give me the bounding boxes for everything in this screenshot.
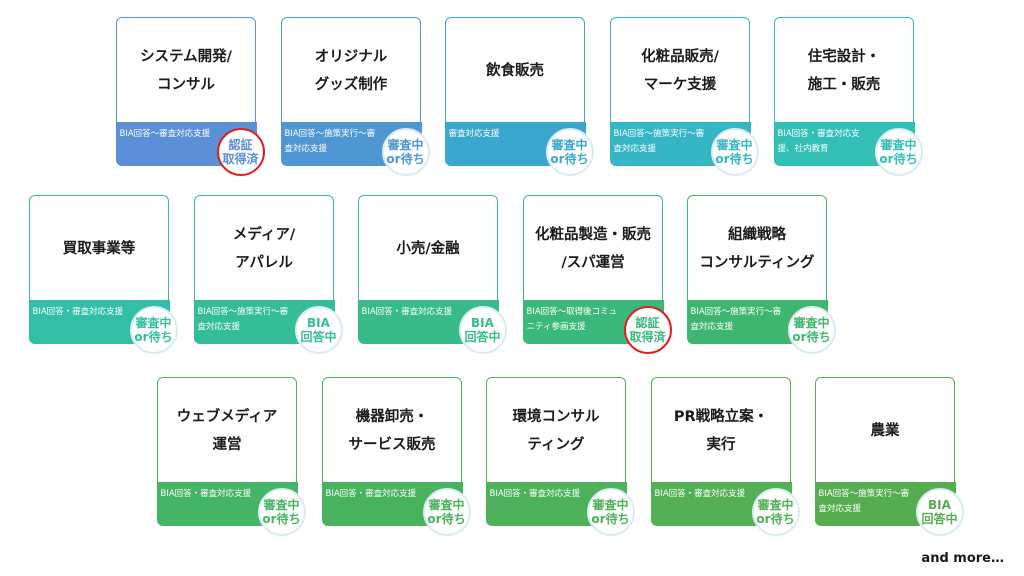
status-badge: BIA 回答中 [915,487,964,536]
case-card: オリジナル グッズ制作 BIA回答～施策実行～審査対応支援審査中 or待ち [280,17,430,176]
card-title: 買取事業等 [62,241,136,257]
card-support-description: BIA回答～施策実行～審査対応支援 [197,306,289,332]
status-badge: 審査中 or待ち [422,487,471,536]
case-card: システム開発/ コンサル BIA回答～審査対応支援認証 取得済 [115,17,265,176]
case-card: 化粧品販売/ マーケ支援 BIA回答～施策実行～審査対応支援審査中 or待ち [609,17,759,176]
card-title: 住宅設計・ 施工・販売 [807,49,881,93]
status-badge: 審査中 or待ち [545,127,594,176]
status-badge: BIA 回答中 [294,305,343,354]
and-more-label: and more… [921,551,1004,566]
card-support-description: BIA回答～取得後コミュニティ参画支援 [526,306,618,332]
card-footer: BIA回答・審査対応支援、社内教育審査中 or待ち [773,121,923,176]
card-footer: BIA回答・審査対応支援審査中 or待ち [28,299,178,354]
card-footer: BIA回答～取得後コミュニティ参画支援認証 取得済 [522,299,672,354]
card-footer: BIA回答・審査対応支援審査中 or待ち [485,481,635,536]
status-badge: 審査中 or待ち [257,487,306,536]
card-footer: 審査対応支援 審査中 or待ち [444,121,594,176]
card-footer: BIA回答～施策実行～審査対応支援審査中 or待ち [686,299,836,354]
case-card: 機器卸売・ サービス販売 BIA回答・審査対応支援審査中 or待ち [321,377,471,536]
card-support-description: 審査対応支援 [448,128,500,139]
card-footer: BIA回答・審査対応支援審査中 or待ち [156,481,306,536]
card-title: メディア/ アパレル [232,227,296,271]
case-card: 小売/金融 BIA回答・審査対応支援 BIA 回答中 [357,195,507,354]
status-badge: 審査中 or待ち [586,487,635,536]
card-support-description: BIA回答～施策実行～審査対応支援 [613,128,705,154]
card-footer: BIA回答・審査対応支援 BIA 回答中 [357,299,507,354]
card-title: 小売/金融 [396,241,460,257]
card-footer: BIA回答～施策実行～審査対応支援審査中 or待ち [280,121,430,176]
status-badge: 審査中 or待ち [129,305,178,354]
card-support-description: BIA回答～審査対応支援 [119,128,211,139]
card-support-description: BIA回答・審査対応支援 [325,488,417,499]
card-title: PR戦略立案・ 実行 [673,409,769,453]
certified-status-badge: 認証 取得済 [216,127,265,176]
card-footer: BIA回答～審査対応支援認証 取得済 [115,121,265,176]
status-badge: 審査中 or待ち [751,487,800,536]
card-support-description: BIA回答・審査対応支援、社内教育 [777,128,860,154]
status-badge: BIA 回答中 [458,305,507,354]
card-footer: BIA回答・審査対応支援審査中 or待ち [650,481,800,536]
case-card: ウェブメディア 運営 BIA回答・審査対応支援審査中 or待ち [156,377,306,536]
card-title: ウェブメディア 運営 [176,409,278,453]
case-card: 買取事業等 BIA回答・審査対応支援審査中 or待ち [28,195,178,354]
card-support-description: BIA回答・審査対応支援 [160,488,252,499]
case-card: PR戦略立案・ 実行 BIA回答・審査対応支援審査中 or待ち [650,377,800,536]
card-title: 機器卸売・ サービス販売 [348,409,436,453]
card-title: 環境コンサル ティング [512,409,600,453]
card-support-description: BIA回答～施策実行～審査対応支援 [690,306,782,332]
status-badge: 審査中 or待ち [787,305,836,354]
status-badge: 審査中 or待ち [710,127,759,176]
card-support-description: BIA回答・審査対応支援 [654,488,746,499]
case-card: 環境コンサル ティング BIA回答・審査対応支援審査中 or待ち [485,377,635,536]
card-support-description: BIA回答・審査対応支援 [489,488,581,499]
certified-status-badge: 認証 取得済 [623,305,672,354]
case-card: 化粧品製造・販売 /スパ運営 BIA回答～取得後コミュニティ参画支援認証 取得済 [522,195,672,354]
card-footer: BIA回答～施策実行～審査対応支援審査中 or待ち [609,121,759,176]
card-title: 飲食販売 [486,63,544,79]
case-card: 飲食販売審査対応支援 審査中 or待ち [444,17,594,176]
status-badge: 審査中 or待ち [874,127,923,176]
card-title: 組織戦略 コンサルティング [699,227,815,271]
card-support-description: BIA回答～施策実行～審査対応支援 [284,128,376,154]
card-title: システム開発/ コンサル [140,49,232,93]
card-title: オリジナル グッズ制作 [314,49,388,93]
status-badge: 審査中 or待ち [381,127,430,176]
card-title: 化粧品製造・販売 /スパ運営 [535,227,651,271]
card-title: 農業 [870,423,900,439]
card-support-description: BIA回答・審査対応支援 [32,306,124,317]
card-support-description: BIA回答・審査対応支援 [361,306,453,317]
case-card: 住宅設計・ 施工・販売 BIA回答・審査対応支援、社内教育審査中 or待ち [773,17,923,176]
card-title: 化粧品販売/ マーケ支援 [641,49,719,93]
card-support-description: BIA回答～施策実行～審査対応支援 [818,488,910,514]
case-card: 組織戦略 コンサルティング BIA回答～施策実行～審査対応支援審査中 or待ち [686,195,836,354]
card-footer: BIA回答・審査対応支援審査中 or待ち [321,481,471,536]
